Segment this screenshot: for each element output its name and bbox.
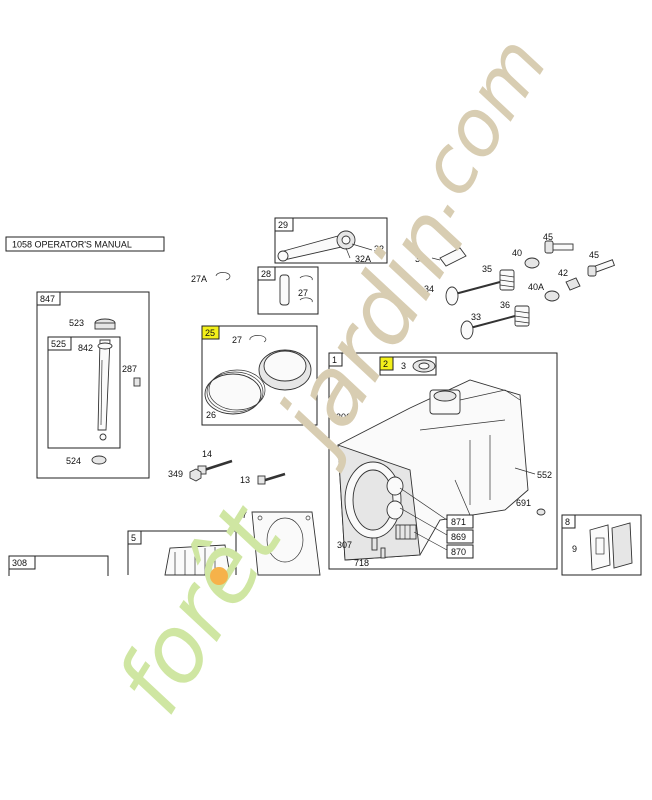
- callout-524: 524: [66, 456, 81, 466]
- callout-552: 552: [537, 470, 552, 480]
- callout-26: 26: [206, 410, 216, 420]
- callout-14: 14: [202, 449, 212, 459]
- nut-40: [524, 257, 540, 269]
- assembly-25[interactable]: 25 27 26: [201, 325, 318, 426]
- assembly-8[interactable]: 8 9: [561, 514, 642, 576]
- valve-train[interactable]: 31 45 45 40 42 40A 35 34: [415, 232, 615, 340]
- box-label-28: 28: [261, 269, 271, 279]
- callout-42: 42: [558, 268, 568, 278]
- callout-32: 32: [374, 244, 384, 254]
- callout-869: 869: [451, 532, 466, 542]
- callout-691: 691: [516, 498, 531, 508]
- callout-718: 718: [354, 558, 369, 568]
- watermark-part3: .com: [388, 22, 566, 232]
- callout-13: 13: [240, 475, 250, 485]
- box-label-29: 29: [278, 220, 288, 230]
- grommet-524: [91, 455, 107, 465]
- wrist-pin: [279, 274, 290, 306]
- nut-40A: [544, 290, 560, 302]
- pushrod-45-b: [587, 259, 615, 277]
- callout-287: 287: [122, 364, 137, 374]
- assembly-5[interactable]: 5: [127, 530, 237, 576]
- callout-27A: 27A: [191, 274, 207, 284]
- callout-33: 33: [471, 312, 481, 322]
- callout-40: 40: [512, 248, 522, 258]
- callout-349: 349: [168, 469, 183, 479]
- callout-32A: 32A: [355, 254, 371, 264]
- callout-3: 3: [401, 361, 406, 371]
- fasteners[interactable]: 14 349 13: [168, 449, 286, 485]
- callout-36: 36: [500, 300, 510, 310]
- box-label-308: 308: [12, 558, 27, 568]
- valve-33: [460, 315, 516, 340]
- box-label-8: 8: [565, 517, 570, 527]
- nut-349: [189, 468, 202, 482]
- callout-871: 871: [451, 517, 466, 527]
- callout-307: 307: [337, 540, 352, 550]
- callout-45-b: 45: [589, 250, 599, 260]
- clip-27A: [215, 272, 231, 281]
- cylinder-head: [164, 544, 231, 576]
- callout-523: 523: [69, 318, 84, 328]
- callout-306: 306: [336, 412, 351, 422]
- box-label-847: 847: [40, 294, 55, 304]
- callout-45-a: 45: [543, 232, 553, 242]
- breather-gasket: [589, 524, 611, 571]
- piston-rings: [204, 373, 262, 415]
- guide-42: [565, 277, 581, 291]
- callout-27-pin: 27: [298, 288, 308, 298]
- spring-35: [499, 269, 515, 291]
- callout-35: 35: [482, 264, 492, 274]
- dipstick-tube: [97, 339, 111, 431]
- callout-34: 34: [424, 284, 434, 294]
- manual-box[interactable]: 1058 OPERATOR'S MANUAL: [5, 236, 165, 252]
- callout-870: 870: [451, 547, 466, 557]
- pushrod-45-a: [544, 240, 574, 254]
- assembly-847[interactable]: 847 525 523 842 287 524: [36, 291, 150, 479]
- plug-691: [536, 508, 546, 516]
- callout-27-ring: 27: [232, 335, 242, 345]
- callout-842: 842: [78, 343, 93, 353]
- gasket-7[interactable]: 7: [242, 510, 321, 576]
- callout-9: 9: [572, 544, 577, 554]
- spring-36: [514, 305, 530, 327]
- callout-31: 31: [415, 254, 425, 264]
- head-gasket: [251, 511, 321, 576]
- assembly-28[interactable]: 28 27: [257, 266, 319, 315]
- box-label-1: 1: [332, 355, 337, 365]
- assembly-308[interactable]: 308: [8, 555, 109, 576]
- box-label-25: 25: [205, 328, 215, 338]
- rocker-gasket-31: [439, 247, 467, 267]
- bolt-13: [257, 475, 266, 485]
- connecting-rod: [279, 235, 347, 261]
- pin-718: [380, 547, 386, 559]
- manual-label: 1058 OPERATOR'S MANUAL: [12, 240, 132, 250]
- callout-7: 7: [242, 510, 247, 520]
- box-label-525: 525: [51, 339, 66, 349]
- assembly-29[interactable]: 29 32 32A: [274, 217, 388, 264]
- callout-40A: 40A: [528, 282, 544, 292]
- box-label-5: 5: [131, 533, 136, 543]
- valve-34: [445, 281, 501, 306]
- pin-307: [371, 537, 378, 551]
- box-label-2: 2: [383, 359, 388, 369]
- watermark-logo: forêt jardin .com: [96, 22, 566, 732]
- watermark-orange-dot: [210, 567, 228, 585]
- breather-plate: [611, 522, 633, 569]
- assembly-1[interactable]: 1 2 3 871 869 870 306: [328, 352, 558, 570]
